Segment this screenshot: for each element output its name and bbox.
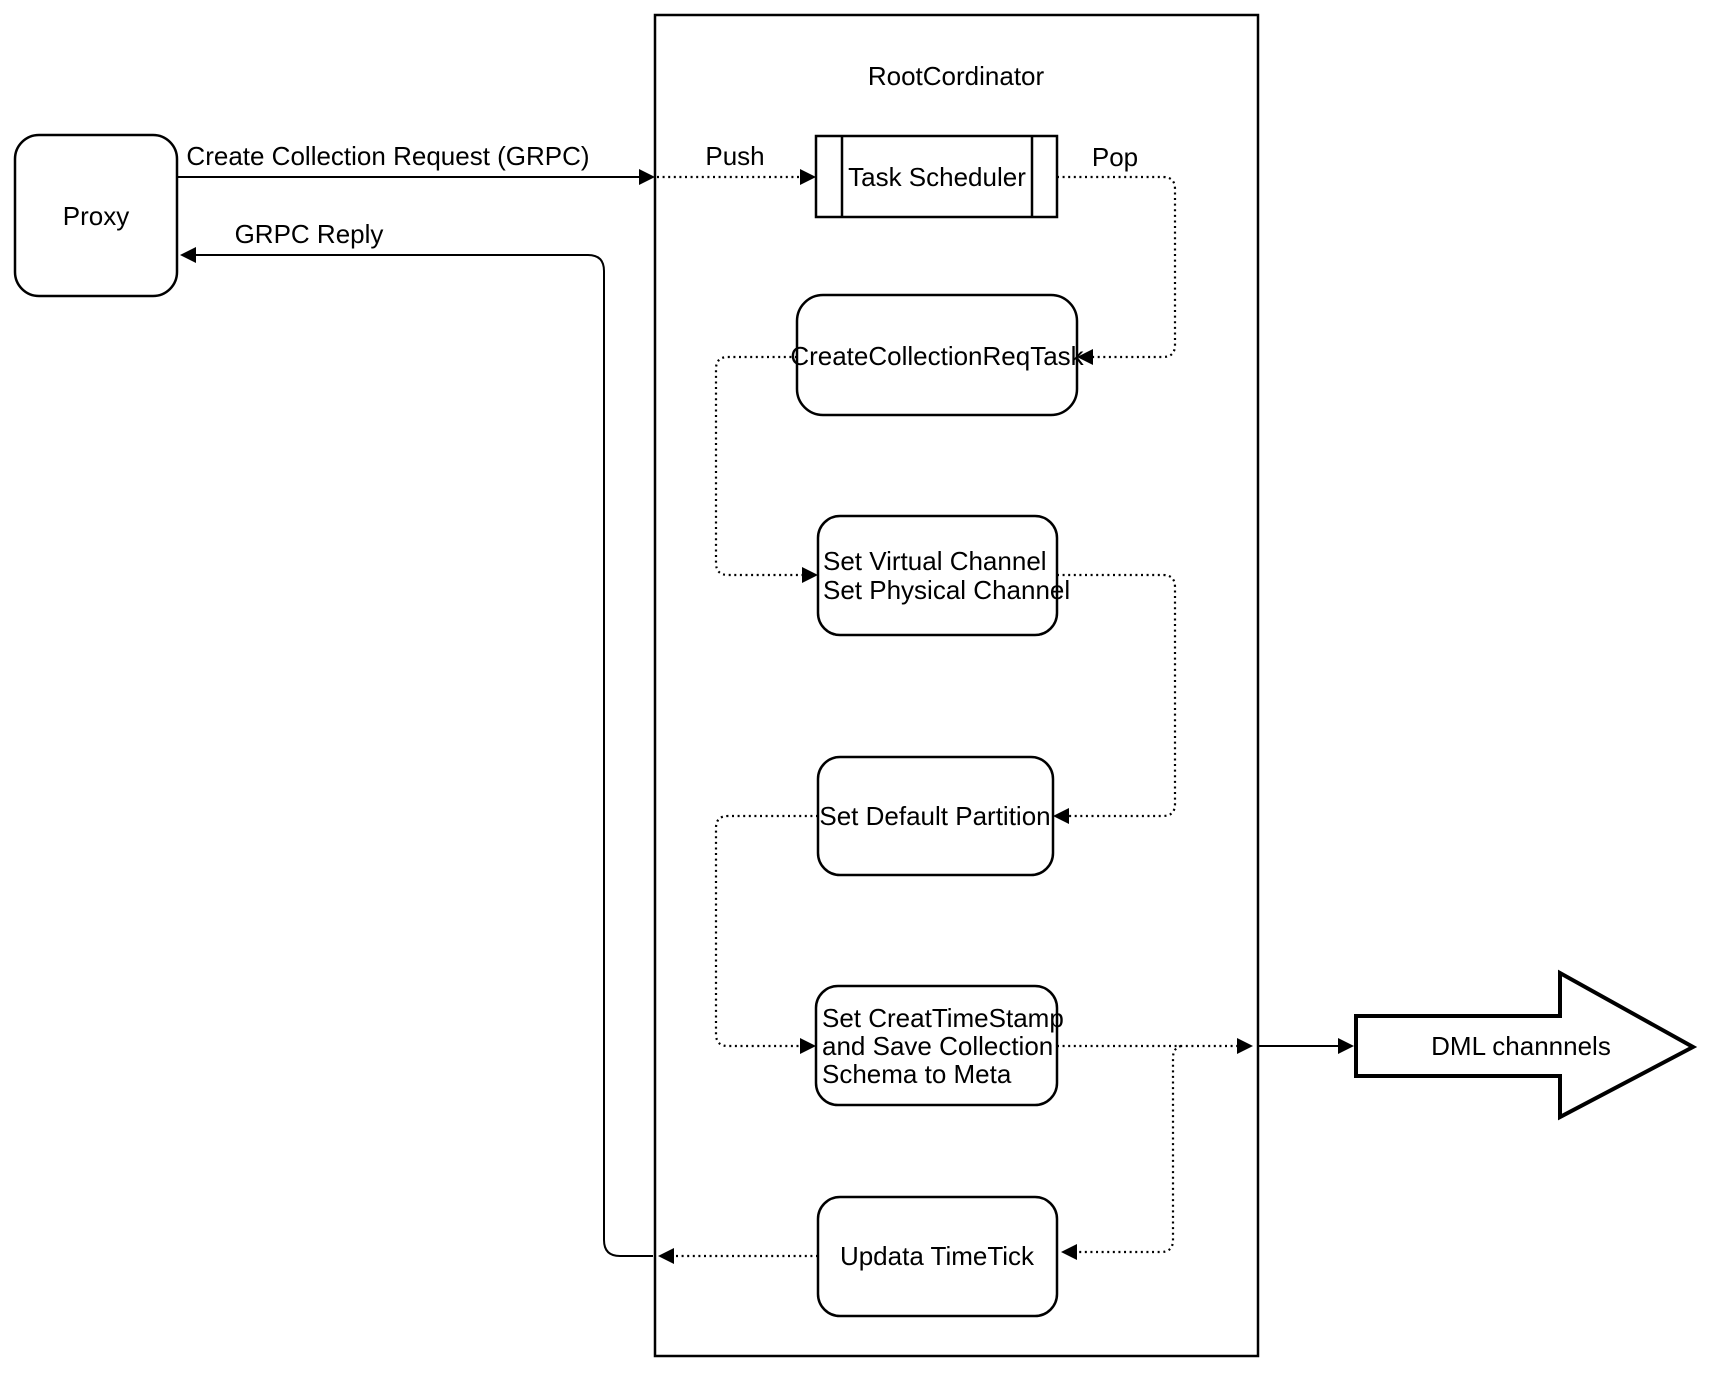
dml-channels-arrow-shape (1354, 969, 1698, 1121)
set-creat-timestamp-node: Set CreatTimeStamp and Save Collection S… (814, 984, 1064, 1107)
root-coordinator-title: RootCordinator (868, 61, 1045, 91)
set-creat-timestamp-line2: and Save Collection (822, 1031, 1053, 1061)
edge-setchannels-to-partition-line (1057, 573, 1177, 818)
edge-pop-line (1057, 175, 1177, 359)
arrowhead-partition (1053, 808, 1069, 824)
set-creat-timestamp-line3: Schema to Meta (822, 1059, 1012, 1089)
create-collection-req-task-box (795, 293, 1079, 417)
edge-create-collection-request-label: Create Collection Request (GRPC) (186, 141, 589, 171)
set-channels-line2: Set Physical Channel (823, 575, 1070, 605)
root-coordinator-container: RootCordinator (653, 13, 1260, 1358)
task-scheduler-node: Task Scheduler (814, 134, 1059, 219)
edge-partition-to-timestamp-line (714, 814, 818, 1048)
edge-grpc-reply-label: GRPC Reply (235, 219, 384, 249)
set-channels-line1: Set Virtual Channel (823, 546, 1047, 576)
root-coordinator-border (653, 13, 1260, 1358)
edge-reqtask-to-setchannels (714, 355, 818, 583)
arrowhead-into-container (639, 169, 655, 185)
edge-create-collection-request: Create Collection Request (GRPC) (177, 141, 655, 185)
create-collection-req-task-label: CreateCollectionReqTask (790, 341, 1084, 371)
set-creat-timestamp-line1: Set CreatTimeStamp (822, 1003, 1064, 1033)
arrowhead-push (800, 169, 816, 185)
arrowhead-dml (1338, 1038, 1354, 1054)
proxy-box (13, 133, 179, 298)
proxy-node: Proxy (13, 133, 179, 298)
edge-reqtask-to-setchannels-line (714, 355, 802, 577)
arrowhead-timetick (1061, 1244, 1077, 1260)
dml-channels-node: DML channnels (1354, 969, 1698, 1121)
edge-setchannels-to-partition (1053, 573, 1177, 824)
arrowhead-timestamp (800, 1038, 816, 1054)
arrowhead-border-left (658, 1248, 674, 1264)
edge-border-to-dml (1258, 1038, 1354, 1054)
edge-partition-to-timestamp (714, 814, 818, 1054)
edge-timestamp-to-timetick-line (1077, 1044, 1182, 1254)
proxy-label: Proxy (63, 201, 129, 231)
edge-grpc-reply-line (196, 254, 653, 1257)
arrowhead-setchannels (802, 567, 818, 583)
edge-pop: Pop (1057, 142, 1177, 365)
edge-grpc-reply: GRPC Reply (180, 219, 653, 1257)
set-channels-node: Set Virtual Channel Set Physical Channel (816, 514, 1070, 637)
set-default-partition-node: Set Default Partition (816, 755, 1055, 877)
edge-timetick-to-border (658, 1248, 818, 1264)
updata-timetick-label: Updata TimeTick (840, 1241, 1035, 1271)
arrowhead-pop (1077, 349, 1093, 365)
dml-channels-label: DML channnels (1431, 1031, 1611, 1061)
arrowhead-border-out (1237, 1038, 1253, 1054)
edge-timestamp-to-timetick (1061, 1044, 1182, 1260)
edge-pop-label: Pop (1092, 142, 1138, 172)
task-scheduler-label: Task Scheduler (848, 162, 1026, 192)
set-default-partition-label: Set Default Partition (819, 801, 1050, 831)
create-collection-req-task-node: CreateCollectionReqTask (790, 293, 1085, 417)
arrowhead-grpc-reply (180, 247, 196, 263)
edge-push: Push (657, 141, 816, 185)
updata-timetick-node: Updata TimeTick (816, 1195, 1059, 1318)
edge-timestamp-to-border (1057, 1038, 1253, 1054)
edge-push-label: Push (705, 141, 764, 171)
